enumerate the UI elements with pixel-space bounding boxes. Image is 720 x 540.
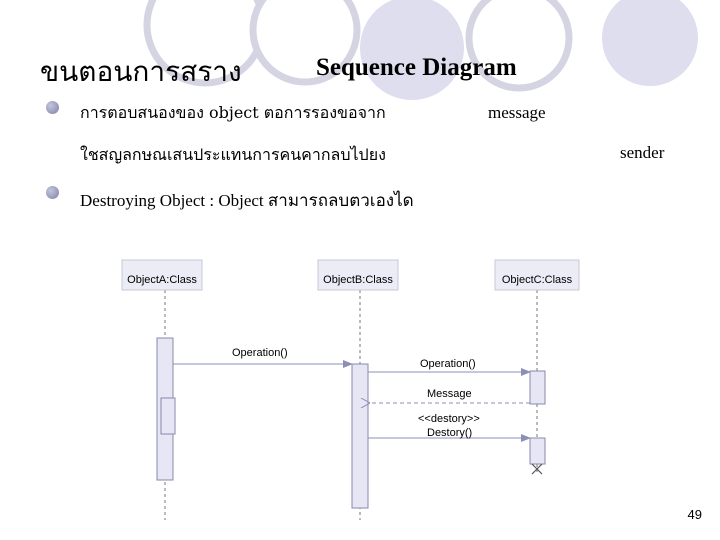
bullet1-message: message [488,103,546,122]
decorative-circles [143,0,698,100]
bullet1-text: การตอบสนองของ object ตอการรองขอจาก [80,103,386,122]
page-number: 49 [687,507,702,522]
slide-title-english: Sequence Diagram [316,54,517,81]
bullet1-line2: ใชสญลกษณเสนประแทนการคนคากลบไปยง [80,145,386,164]
bullet2-text: Destroying Object : Object สามารถลบตวเอง… [80,191,414,210]
activation-c-1 [529,370,546,405]
message-label-2: Operation() [420,358,476,370]
message-label-4: <<destory>> [418,413,480,425]
object-c-label: ObjectC:Class [502,274,573,286]
destroy-x-icon [531,463,543,475]
activation-c-2 [529,437,546,465]
slide-title-thai: ขนตอนการสราง [40,55,242,88]
object-c-box: ObjectC:Class [494,259,580,291]
object-a-box: ObjectA:Class [121,259,203,291]
activation-b [351,363,369,509]
activation-a-nested [160,397,176,435]
bullet-icon [46,101,59,114]
sequence-diagram: ObjectA:Class ObjectB:Class ObjectC:Clas… [121,259,580,520]
object-b-label: ObjectB:Class [323,274,393,286]
message-label-3: Message [427,388,472,400]
message-label-1: Operation() [232,347,288,359]
object-b-box: ObjectB:Class [317,259,399,291]
bullet1-sender: sender [620,143,665,162]
object-a-label: ObjectA:Class [127,274,197,286]
bullet-icon [46,186,59,199]
message-label-5: Destory() [427,427,472,439]
